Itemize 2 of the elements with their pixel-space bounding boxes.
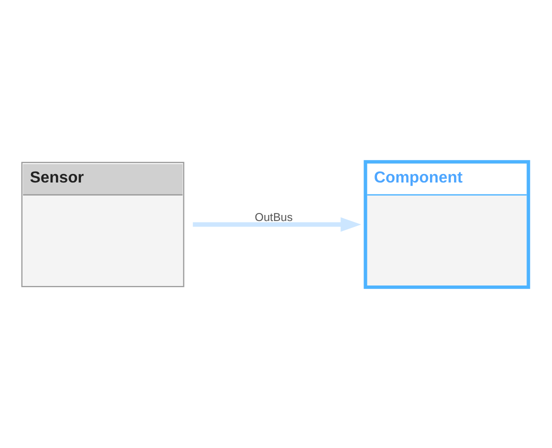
edge-label: OutBus	[254, 212, 293, 224]
arrow	[192, 216, 362, 232]
